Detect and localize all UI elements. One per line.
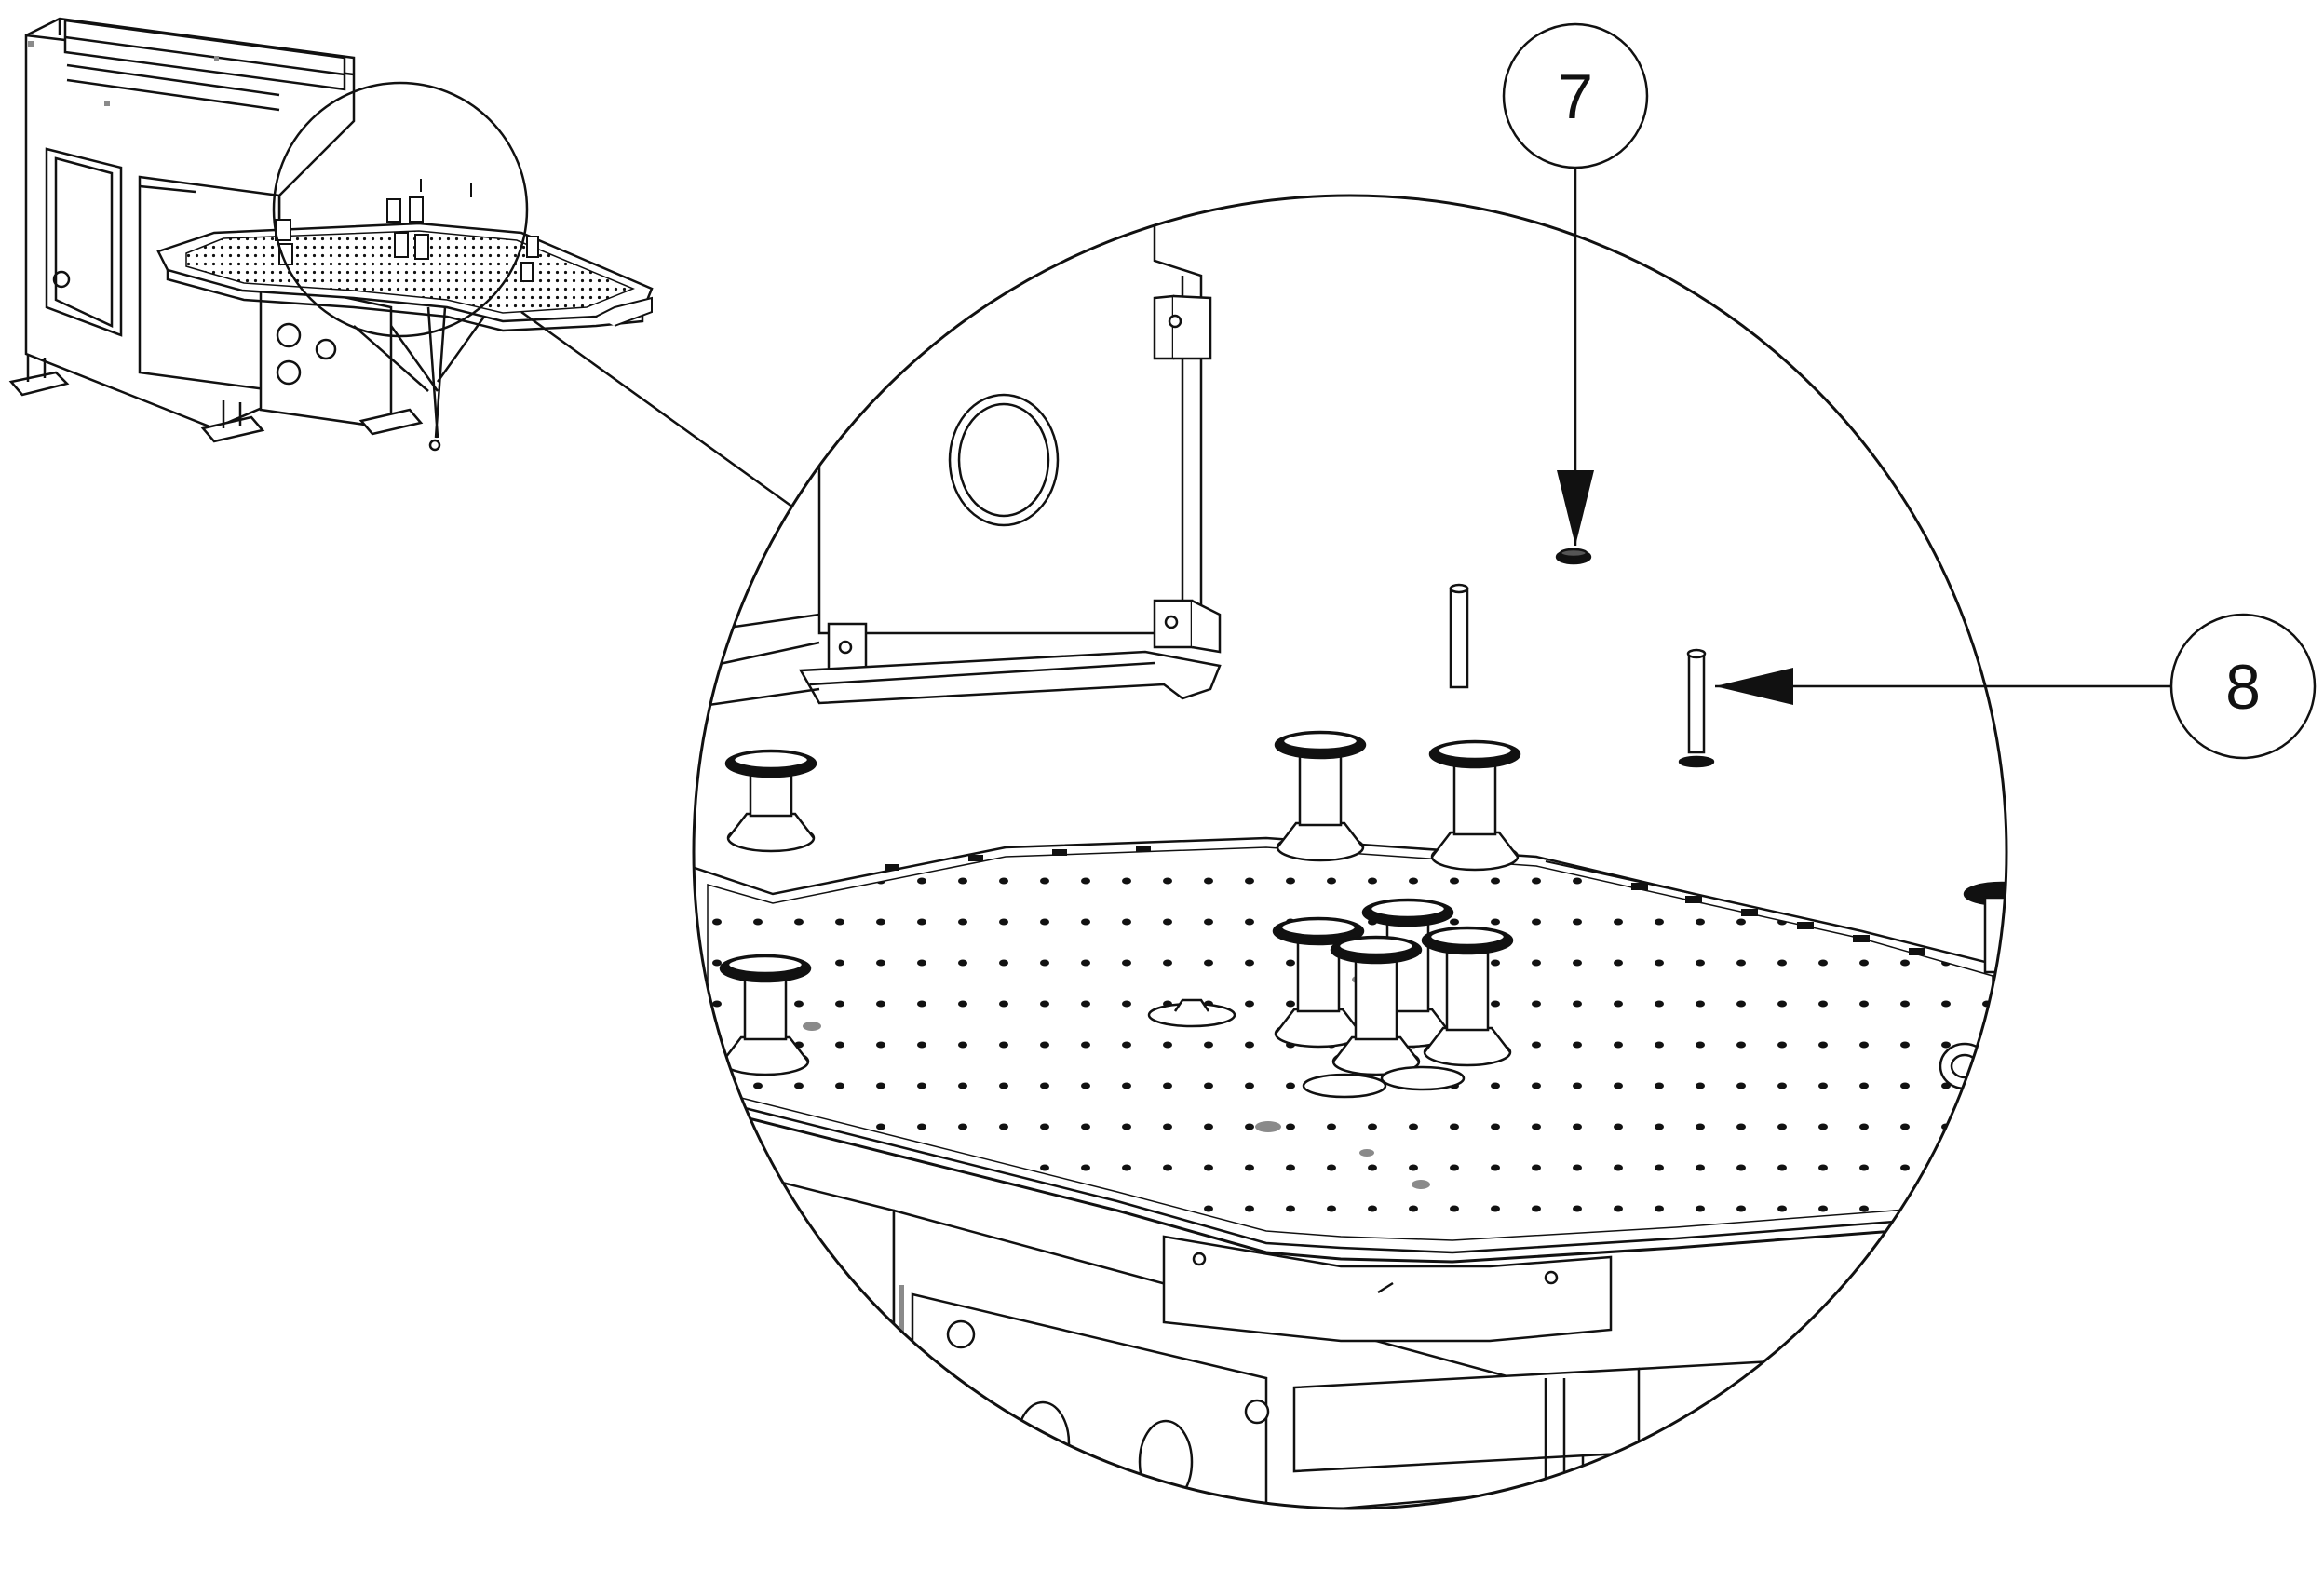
detail-loose-parts bbox=[1449, 548, 1715, 768]
detail-circle bbox=[692, 194, 2008, 1510]
detail-front-bumper bbox=[1162, 1235, 1613, 1343]
callout-7-bubble bbox=[1502, 22, 1649, 169]
callout-8-bubble bbox=[2169, 613, 2317, 760]
callout-8: 8 bbox=[1715, 613, 2317, 760]
callout-7: 7 bbox=[1502, 22, 1649, 546]
detail-back-panel bbox=[798, 196, 1222, 705]
callout-7-arrowhead bbox=[1557, 470, 1594, 546]
detail-posts bbox=[719, 730, 2006, 1099]
detail-view bbox=[694, 196, 2006, 1509]
callout-8-arrowhead bbox=[1715, 668, 1793, 705]
callout-8-label: 8 bbox=[2225, 652, 2261, 723]
overview-detail-marker bbox=[272, 81, 820, 528]
overview-machine bbox=[8, 17, 486, 452]
overview-perforated-table bbox=[156, 179, 654, 332]
callout-7-label: 7 bbox=[1558, 61, 1593, 132]
